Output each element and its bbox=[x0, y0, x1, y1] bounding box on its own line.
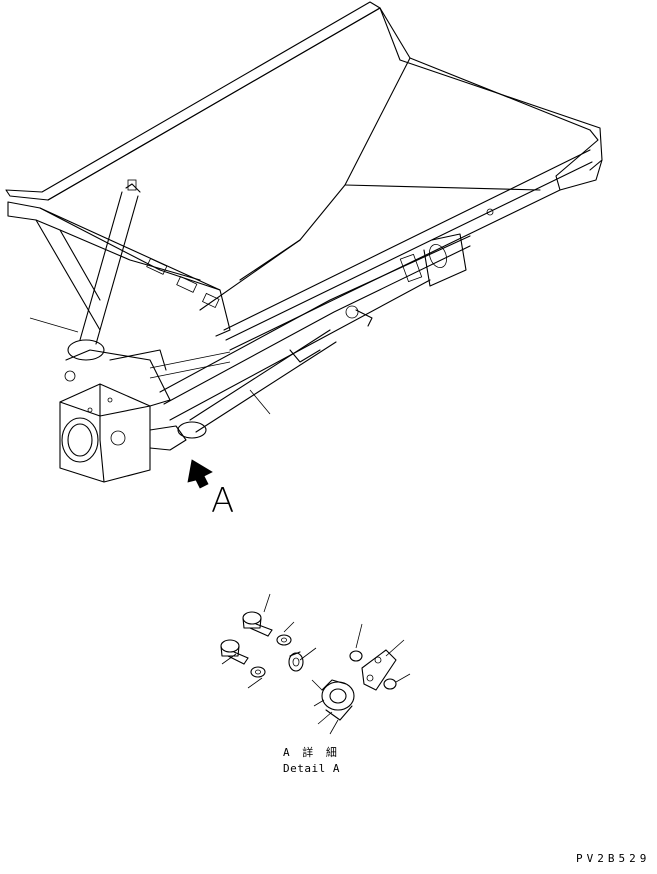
leader-lines-main bbox=[29, 317, 271, 415]
washer-icon bbox=[250, 666, 266, 678]
drawing-code: PV2B529 bbox=[576, 852, 651, 865]
nut-icon bbox=[349, 650, 363, 662]
bolt-lower bbox=[220, 639, 249, 665]
washer-icon bbox=[276, 634, 292, 646]
bracket bbox=[361, 649, 397, 691]
dump-body bbox=[5, 1, 603, 379]
nut-icon bbox=[383, 678, 397, 690]
view-arrow-icon bbox=[187, 459, 213, 489]
detail-title-jp: A 詳 細 bbox=[283, 746, 340, 759]
frame-rails bbox=[159, 208, 494, 421]
bushing bbox=[288, 651, 304, 672]
detail-title-en: Detail A bbox=[283, 762, 340, 775]
hoist-cylinder-left bbox=[67, 179, 141, 361]
bolt-upper bbox=[242, 611, 273, 637]
view-a-label: A bbox=[211, 481, 235, 521]
detail-a-parts bbox=[220, 593, 411, 735]
clevis-end bbox=[321, 679, 355, 721]
pivot-housing bbox=[59, 349, 187, 483]
hoist-cylinder-right bbox=[177, 329, 337, 439]
